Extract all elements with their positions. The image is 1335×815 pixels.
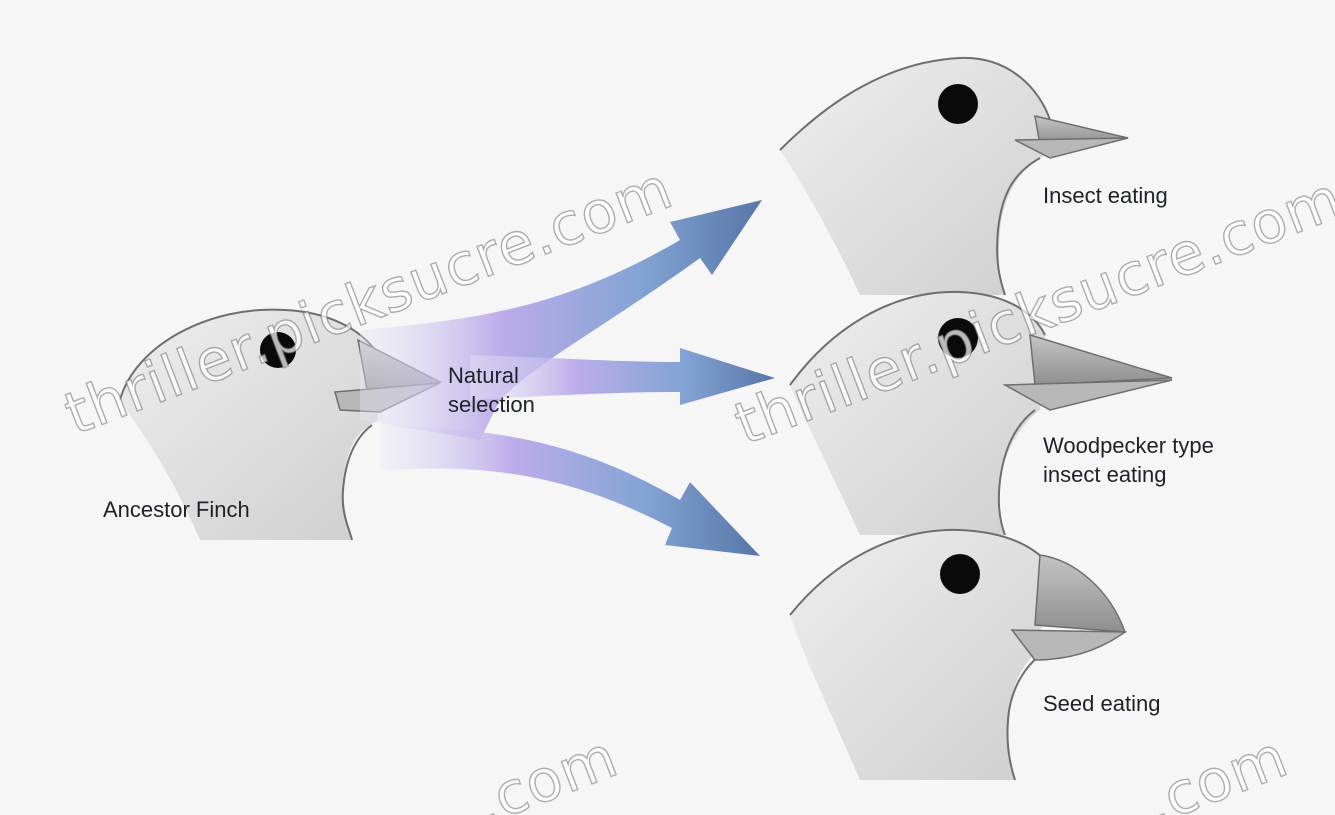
woodpecker-type-eye (938, 318, 978, 358)
natural-selection-line-2: selection (448, 391, 535, 420)
natural-selection-label: Natural selection (448, 362, 535, 419)
ancestor-finch-label: Ancestor Finch (103, 496, 250, 525)
woodpecker-type-line-1: Woodpecker type (1043, 432, 1214, 461)
woodpecker-type-finch-head (790, 292, 1172, 535)
selection-arrows (360, 200, 775, 556)
woodpecker-type-label: Woodpecker type insect eating (1043, 432, 1214, 489)
seed-eater-eye (940, 554, 980, 594)
insect-eating-line-1: Insect eating (1043, 182, 1168, 211)
natural-selection-line-1: Natural (448, 362, 535, 391)
arrow-to-seed-eater (380, 425, 760, 556)
insect-eater-eye (938, 84, 978, 124)
seed-eating-line-1: Seed eating (1043, 690, 1160, 719)
insect-eating-label: Insect eating (1043, 182, 1168, 211)
insect-eating-finch-head (780, 58, 1128, 295)
ancestor-eye (260, 332, 296, 368)
arrow-to-insect-eater (360, 200, 762, 440)
seed-eating-label: Seed eating (1043, 690, 1160, 719)
woodpecker-type-line-2: insect eating (1043, 461, 1214, 490)
seed-eating-finch-head (790, 530, 1125, 780)
